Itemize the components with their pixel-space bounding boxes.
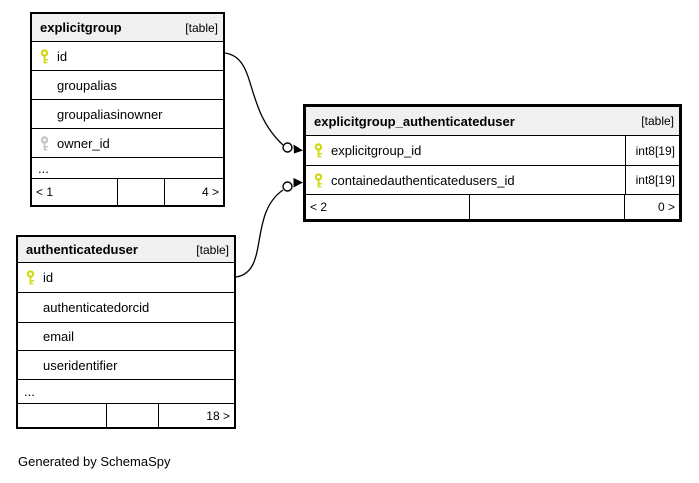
table-name: authenticateduser (26, 242, 138, 257)
column-row: authenticatedorcid (18, 293, 234, 323)
foreign-key-icon (32, 135, 57, 151)
table-authenticateduser[interactable]: authenticateduser [table] id authenticat… (16, 235, 236, 429)
table-header[interactable]: explicitgroup [table] (32, 14, 223, 42)
table-footer: < 1 4 > (32, 179, 223, 205)
ellipsis-label: ... (24, 384, 35, 399)
column-name: explicitgroup_id (331, 143, 422, 158)
column-row: groupaliasinowner (32, 100, 223, 129)
parents-count: < 2 (306, 195, 470, 219)
table-name: explicitgroup (40, 20, 122, 35)
column-row: email (18, 323, 234, 351)
column-name: owner_id (57, 135, 110, 151)
zero-many-circle-icon (282, 142, 293, 153)
column-row: useridentifier (18, 351, 234, 380)
column-name: authenticatedorcid (43, 300, 150, 315)
column-row: containedauthenticatedusers_id int8[19] (306, 166, 679, 195)
primary-key-icon (306, 172, 331, 188)
children-count: 4 > (201, 185, 219, 199)
column-row: owner_id (32, 129, 223, 158)
parents-count (18, 404, 107, 427)
table-type-tag: [table] (185, 20, 218, 35)
children-count: 0 > (657, 200, 675, 214)
column-row: id (18, 263, 234, 293)
relationship-line-explicitgroup-to-junction (224, 52, 284, 146)
table-type-tag: [table] (196, 242, 229, 257)
primary-key-icon (306, 143, 331, 158)
table-footer: 18 > (18, 404, 234, 427)
table-explicitgroup[interactable]: explicitgroup [table] id groupalias grou… (30, 12, 225, 207)
children-count: 18 > (206, 408, 230, 423)
column-row: explicitgroup_id int8[19] (306, 136, 679, 166)
zero-many-circle-icon (282, 181, 293, 192)
column-row: groupalias (32, 71, 223, 100)
footer-spacer (118, 179, 165, 205)
column-name: containedauthenticatedusers_id (331, 172, 515, 188)
footer-spacer (470, 195, 625, 219)
column-name: useridentifier (43, 357, 118, 373)
more-columns-row: ... (18, 380, 234, 404)
arrowhead-icon (293, 144, 303, 154)
table-explicitgroup-authenticateduser[interactable]: explicitgroup_authenticateduser [table] … (303, 104, 682, 222)
column-row: id (32, 42, 223, 71)
table-header[interactable]: authenticateduser [table] (18, 237, 234, 263)
more-columns-row: ... (32, 158, 223, 179)
column-name: groupalias (57, 77, 117, 93)
column-name: email (43, 329, 75, 344)
primary-key-icon (32, 48, 57, 64)
ellipsis-label: ... (38, 160, 49, 176)
column-name: groupaliasinowner (57, 106, 163, 122)
column-type: int8[19] (625, 166, 679, 194)
arrowhead-icon (293, 178, 303, 188)
column-type: int8[19] (625, 136, 679, 165)
table-name: explicitgroup_authenticateduser (314, 113, 515, 129)
column-name: id (57, 48, 68, 64)
column-name: id (43, 270, 54, 285)
footer-spacer (107, 404, 159, 427)
table-type-tag: [table] (641, 114, 674, 128)
table-header[interactable]: explicitgroup_authenticateduser [table] (306, 107, 679, 136)
parents-count: < 1 (32, 179, 118, 205)
generator-note: Generated by SchemaSpy (18, 454, 171, 469)
primary-key-icon (18, 270, 43, 285)
table-footer: < 2 0 > (306, 195, 679, 219)
relationship-line-authenticateduser-to-junction (235, 189, 284, 278)
